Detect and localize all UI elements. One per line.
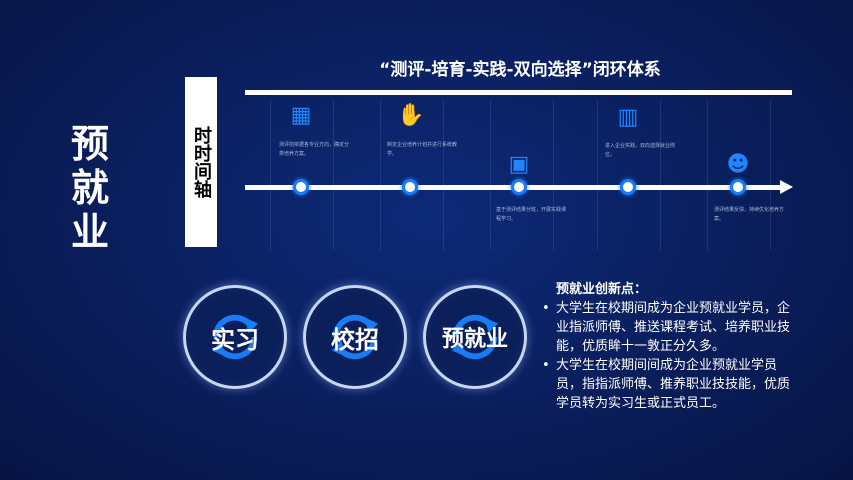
apps-icon: ▣: [508, 152, 530, 177]
grid-line: [270, 100, 271, 250]
circle-pre-employment: 预就业: [423, 285, 527, 389]
grid-line: [443, 100, 444, 250]
note-item: 大学生在校期间间成为企业预就业学员员，指指派师傅、推养职业技技能，优质学员转为实…: [542, 356, 792, 413]
timeline-text: 测评前依据各专业方向，确定分类培养方案。: [279, 142, 350, 157]
refresh-icon: [211, 314, 259, 360]
circle-label: 校招: [331, 325, 379, 354]
grid-line: [380, 100, 381, 250]
grid-line: [770, 100, 771, 250]
timeline-node[interactable]: [402, 179, 418, 195]
note-item: 大学生在校期间成为企业预就业学员，企业指派师傅、推送课程考试、培养职业技能，优质…: [542, 299, 792, 356]
grid-line: [490, 100, 491, 250]
timeline-node[interactable]: [730, 179, 746, 195]
section-header: “测评-培育-实践-双向选择”闭环体系: [379, 60, 661, 80]
circle-internship: 实习: [183, 285, 287, 389]
timeline-node[interactable]: [511, 179, 527, 195]
refresh-icon: [331, 314, 379, 360]
axis-label-box: 时时间轴: [185, 77, 217, 247]
axis-label: 时时间轴: [191, 126, 212, 198]
circle-label: 预就业: [441, 327, 508, 352]
circle-campus-recruit: 校招: [303, 285, 407, 389]
office-icon: ▥: [617, 105, 639, 130]
timeline-text: 基于测评结果分班，开展实践课程学习。: [496, 207, 567, 222]
timeline-text: 进入企业实践，双向选择就业岗位。: [605, 143, 676, 158]
grid-line: [333, 100, 334, 250]
refresh-icon: [451, 314, 499, 360]
grid-line: [597, 100, 598, 250]
handshake-icon: ✋: [397, 103, 425, 128]
person-award-icon: ☻: [726, 152, 750, 177]
grid-line: [707, 100, 708, 250]
grid-line: [553, 100, 554, 250]
building-icon: ▦: [290, 103, 312, 128]
notes-title: 预就业创新点：: [556, 282, 648, 297]
timeline-text: 测评结果反馈，持续优化培养方案。: [714, 207, 785, 222]
innovation-notes: 预就业创新点： 大学生在校期间成为企业预就业学员，企业指派师傅、推送课程考试、培…: [542, 280, 792, 413]
top-divider: [245, 90, 792, 95]
timeline-node[interactable]: [620, 179, 636, 195]
circle-label: 实习: [211, 325, 259, 354]
timeline-node[interactable]: [293, 179, 309, 195]
arrow-right-icon: [780, 180, 793, 194]
main-title: 预就业: [70, 122, 109, 254]
timeline-text: 制定企业培养计划并进行系统教学。: [387, 142, 458, 157]
grid-line: [660, 100, 661, 250]
